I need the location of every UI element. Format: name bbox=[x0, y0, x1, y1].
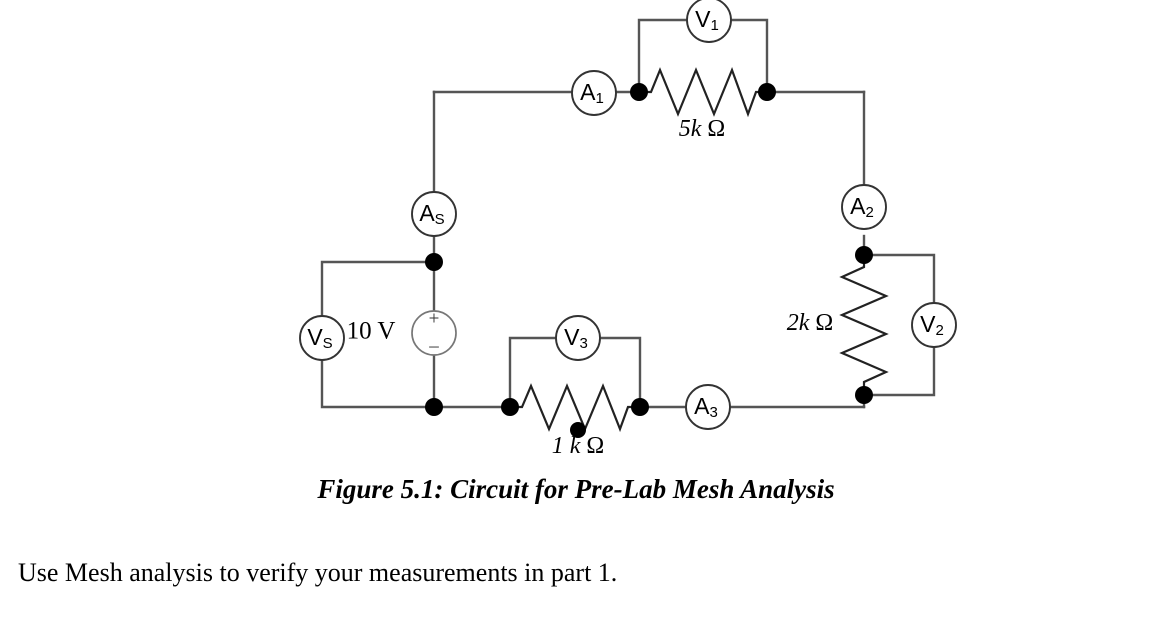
node-dot-r2k-bottom bbox=[855, 386, 873, 404]
wire-v2-top bbox=[862, 253, 936, 305]
resistor-5k-label: 5k Ω bbox=[679, 116, 726, 142]
resistor-5k-symbol bbox=[639, 66, 767, 118]
voltmeter-v2 bbox=[911, 302, 957, 348]
node-dot-stray-r1k bbox=[570, 422, 586, 438]
voltage-source-symbol bbox=[411, 310, 457, 356]
wire-v1-left bbox=[637, 18, 689, 94]
node-dot-r2k-top bbox=[855, 246, 873, 264]
circuit-diagram: 5k Ω 2k Ω 1 k Ω + – 10 V VS bbox=[299, 0, 957, 459]
ammeter-as bbox=[411, 191, 457, 237]
ammeter-a2 bbox=[841, 184, 887, 230]
voltmeter-v1 bbox=[686, 0, 732, 43]
resistor-2k-label: 2k Ω bbox=[787, 310, 834, 336]
ammeter-a3 bbox=[685, 384, 731, 430]
ammeter-a3-label: A3 bbox=[694, 393, 718, 421]
ammeter-a1-label: A1 bbox=[580, 79, 604, 107]
ammeter-a2-label: A2 bbox=[850, 193, 874, 221]
resistor-1k-label: 1 k Ω bbox=[552, 433, 605, 459]
circuit-schematic-svg: 5k Ω 2k Ω 1 k Ω + – 10 V VS bbox=[299, 0, 957, 459]
source-minus-sign: – bbox=[428, 335, 439, 356]
wire-v3-right bbox=[598, 336, 642, 409]
ammeter-as-label: AS bbox=[419, 200, 444, 228]
wire-v1-right bbox=[729, 18, 769, 94]
voltmeter-v3 bbox=[555, 315, 601, 361]
node-dot-source-bottom bbox=[425, 398, 443, 416]
wire-v2-bottom bbox=[862, 345, 936, 397]
voltmeter-v1-label: V1 bbox=[695, 6, 719, 34]
instruction-text: Use Mesh analysis to verify your measure… bbox=[18, 558, 618, 587]
wire-vs-bottom bbox=[320, 358, 436, 409]
source-plus-sign: + bbox=[429, 308, 440, 329]
voltmeter-v3-label: V3 bbox=[564, 324, 588, 352]
node-dot-source-top bbox=[425, 253, 443, 271]
wire-v3-left bbox=[508, 336, 558, 409]
ammeter-a1 bbox=[571, 70, 617, 116]
node-dot-r1k-right bbox=[631, 398, 649, 416]
source-value-label: 10 V bbox=[347, 318, 396, 345]
resistor-2k-symbol bbox=[839, 255, 889, 395]
resistor-1k-symbol bbox=[510, 383, 640, 433]
wire-vs-top bbox=[320, 260, 436, 318]
figure-caption: Figure 5.1: Circuit for Pre-Lab Mesh Ana… bbox=[317, 474, 835, 504]
node-dot-r5k-left bbox=[630, 83, 648, 101]
node-dot-r5k-right bbox=[758, 83, 776, 101]
voltmeter-vs bbox=[299, 315, 345, 361]
voltmeter-v2-label: V2 bbox=[920, 311, 944, 339]
node-dot-r1k-left bbox=[501, 398, 519, 416]
voltmeter-vs-label: VS bbox=[307, 324, 332, 352]
